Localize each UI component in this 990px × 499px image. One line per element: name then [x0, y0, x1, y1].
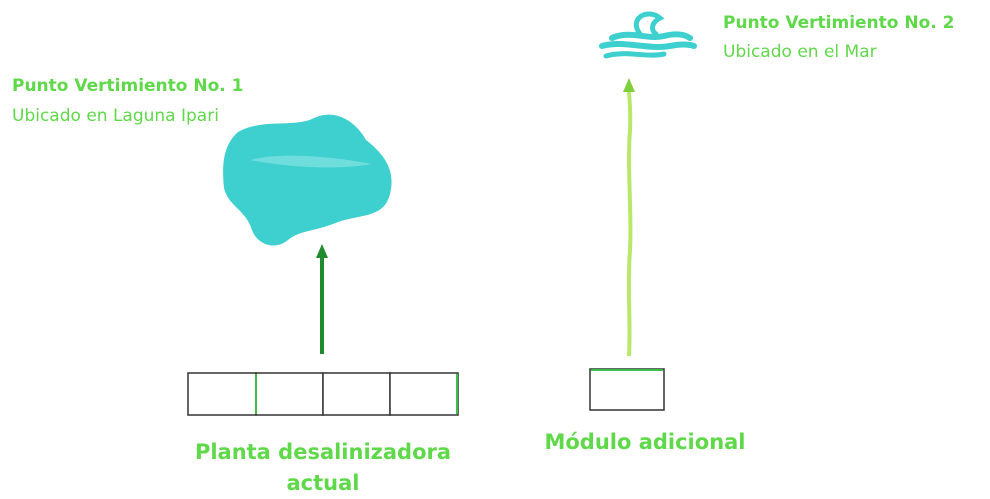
- lagoon-highlight: [250, 155, 372, 168]
- wave-top: [609, 31, 693, 41]
- arrow-to-sea: [623, 78, 635, 357]
- plant-module: [322, 372, 391, 416]
- plant-module: [389, 372, 459, 416]
- existing-plant-label-line2: actual: [286, 471, 360, 495]
- arrow-to-sea-head: [623, 78, 635, 92]
- sea-waves-icon: [599, 11, 697, 59]
- existing-plant-modules: [187, 372, 459, 416]
- wave-middle: [599, 41, 697, 50]
- additional-module-label: Módulo adicional: [544, 430, 746, 454]
- lagoon-shape: [223, 114, 392, 246]
- arrow-to-lagoon: [316, 244, 328, 354]
- point1-location: Ubicado en Laguna Ipari: [12, 106, 219, 126]
- point2-location: Ubicado en el Mar: [723, 42, 877, 62]
- existing-plant-label: Planta desalinizadora actual: [180, 437, 466, 499]
- lagoon-icon: [223, 114, 392, 246]
- arrow-to-sea-shaft: [626, 89, 633, 357]
- wave-crest: [633, 11, 665, 37]
- additional-module: [589, 368, 665, 411]
- wave-bottom: [603, 51, 667, 59]
- additional-module-box: [589, 368, 665, 411]
- point2-title: Punto Vertimiento No. 2: [723, 13, 955, 33]
- plant-module: [187, 372, 257, 416]
- plant-module: [255, 372, 324, 416]
- point1-title: Punto Vertimiento No. 1: [12, 76, 244, 96]
- arrow-to-lagoon-head: [316, 244, 328, 258]
- existing-plant-label-line1: Planta desalinizadora: [194, 440, 452, 464]
